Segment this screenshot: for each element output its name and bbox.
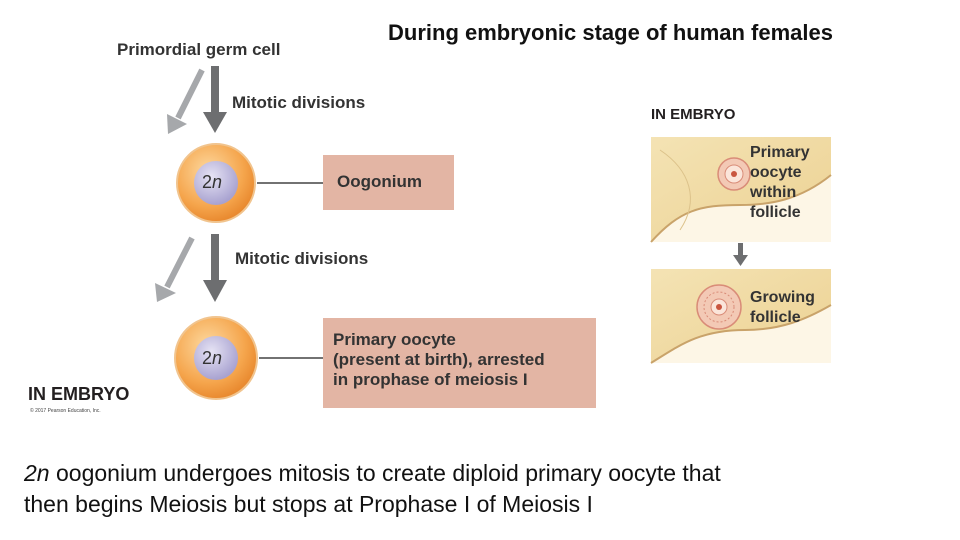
primary-follicle-image bbox=[650, 137, 832, 243]
slide-caption: 2n oogonium undergoes mitosis to create … bbox=[24, 458, 721, 520]
slide-title: During embryonic stage of human females bbox=[388, 20, 833, 45]
oogonium-box bbox=[323, 155, 454, 210]
ploidy-text: 2n bbox=[202, 172, 223, 192]
caption-italic-term: 2n bbox=[24, 460, 50, 486]
ploidy-text: 2n bbox=[202, 348, 223, 368]
primordial-germ-cell-label: Primordial germ cell bbox=[117, 40, 281, 59]
primary-follicle-line-3: within bbox=[750, 184, 797, 201]
primary-follicle-label: Primary oocyte within follicle bbox=[750, 143, 810, 223]
primary-oocyte-box bbox=[323, 318, 596, 408]
in-embryo-label-right: IN EMBRYO bbox=[651, 106, 736, 123]
oogonium-label: Oogonium bbox=[337, 172, 422, 191]
primary-oocyte-cell bbox=[174, 316, 258, 400]
caption-line-1-text: oogonium undergoes mitosis to create dip… bbox=[49, 460, 721, 486]
oogonium-ploidy-label: 2n bbox=[202, 172, 222, 193]
branch-arrow-2 bbox=[155, 236, 195, 302]
caption-line-2: then begins Meiosis but stops at Prophas… bbox=[24, 491, 593, 517]
primary-follicle-line-4: follicle bbox=[750, 204, 801, 221]
in-embryo-label-left: IN EMBRYO bbox=[28, 384, 130, 404]
mitotic-divisions-label-2: Mitotic divisions bbox=[235, 249, 369, 268]
primary-oocyte-line-1: Primary oocyte bbox=[333, 330, 456, 349]
growth-arrow bbox=[733, 243, 748, 266]
growing-follicle-line-2: follicle bbox=[750, 309, 801, 326]
growing-follicle-line-1: Growing bbox=[750, 289, 815, 306]
oogonium-cell bbox=[176, 143, 256, 223]
mitotic-divisions-label-1: Mitotic divisions bbox=[232, 93, 366, 112]
copyright-notice: © 2017 Pearson Education, Inc. bbox=[30, 408, 101, 414]
primary-oocyte-line-2: (present at birth), arrested bbox=[333, 350, 545, 369]
mitosis-arrow-2 bbox=[203, 234, 227, 302]
branch-arrow-1 bbox=[167, 68, 205, 134]
growing-follicle-label: Growing follicle bbox=[750, 288, 815, 328]
primary-oocyte-ploidy-label: 2n bbox=[202, 348, 222, 369]
caption-line-1: 2n oogonium undergoes mitosis to create … bbox=[24, 458, 721, 489]
primary-follicle-line-1: Primary bbox=[750, 144, 810, 161]
growing-follicle-image bbox=[650, 269, 832, 364]
mitosis-arrow-1 bbox=[203, 66, 227, 133]
primary-follicle-line-2: oocyte bbox=[750, 164, 802, 181]
primary-oocyte-label: Primary oocyte (present at birth), arres… bbox=[333, 330, 545, 390]
primary-oocyte-line-3: in prophase of meiosis I bbox=[333, 370, 528, 389]
